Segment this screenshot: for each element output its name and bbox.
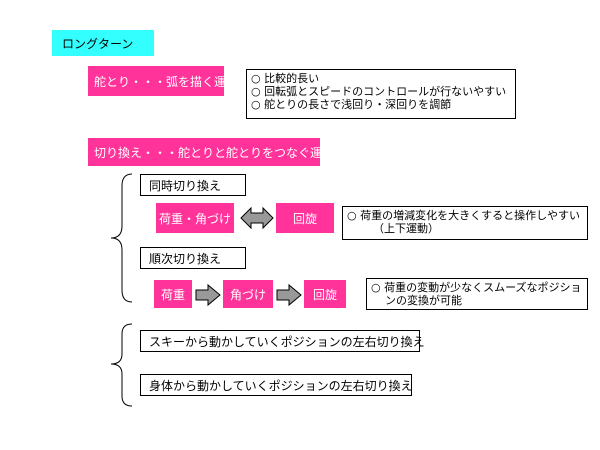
arc-notes-box: ○ 比較的長い ○ 回転弧とスピードのコントロールが行ないやすい ○ 舵とりの長…: [246, 69, 516, 119]
switch-motion-box: 切り換え・・・舵とりと舵とりをつなぐ運動: [88, 138, 334, 166]
simultaneous-step-load-edge: 荷重・角づけ: [156, 203, 234, 233]
switch-motion-label: 切り換え・・・舵とりと舵とりをつなぐ運動: [94, 145, 335, 160]
sequential-notes-box: ○ 荷重の変動が少なくスムーズなポジショ ンの変換が可能: [366, 278, 588, 310]
sequential-switch-label-box: 順次切り換え: [140, 247, 246, 269]
arc-note-3: ○ 舵とりの長さで浅回り・深回りを調節: [251, 98, 452, 111]
page-title-text: ロングターン: [62, 36, 134, 51]
simultaneous-step-rotation-label: 回旋: [292, 211, 317, 226]
sequential-step-load-label: 荷重: [160, 287, 185, 302]
simultaneous-notes-box: ○ 荷重の増減変化を大きくすると操作しやすい （上下運動）: [342, 206, 588, 240]
arc-note-2: ○ 回転弧とスピードのコントロールが行ないやすい: [251, 85, 507, 98]
ski-position-switch-box: スキーから動かしていくポジションの左右切り換え: [140, 330, 425, 352]
arrow-right-icon: [195, 283, 221, 307]
simultaneous-switch-label: 同時切り換え: [149, 178, 222, 193]
position-brace: [110, 323, 133, 407]
switch-brace: [110, 173, 133, 303]
simultaneous-note-1: ○ 荷重の増減変化を大きくすると操作しやすい: [347, 209, 580, 222]
simultaneous-switch-label-box: 同時切り換え: [140, 174, 246, 196]
double-arrow-icon: [240, 206, 274, 230]
sequential-step-load: 荷重: [154, 280, 192, 308]
sequential-step-edge-label: 角づけ: [229, 287, 266, 302]
arc-motion-label: 舵とり・・・弧を描く運動: [94, 74, 239, 89]
arc-note-1: ○ 比較的長い: [251, 72, 320, 85]
sequential-step-rotation-label: 回旋: [312, 287, 337, 302]
body-position-switch-box: 身体から動かしていくポジションの左右切り換え: [140, 374, 413, 396]
ski-position-switch-label: スキーから動かしていくポジションの左右切り換え: [149, 334, 425, 349]
arc-motion-box: 舵とり・・・弧を描く運動: [88, 66, 238, 96]
sequential-step-edge: 角づけ: [223, 280, 273, 308]
simultaneous-step-load-edge-label: 荷重・角づけ: [158, 211, 231, 226]
sequential-switch-label: 順次切り換え: [149, 251, 222, 266]
simultaneous-step-rotation: 回旋: [276, 203, 334, 233]
body-position-switch-label: 身体から動かしていくポジションの左右切り換え: [149, 378, 413, 393]
sequential-note-2: ンの変換が可能: [385, 294, 462, 307]
sequential-note-1: ○ 荷重の変動が少なくスムーズなポジショ: [371, 281, 582, 294]
arrow-right-icon: [276, 283, 302, 307]
simultaneous-note-2: （上下運動）: [373, 222, 439, 235]
sequential-step-rotation: 回旋: [304, 280, 346, 308]
page-title: ロングターン: [52, 30, 154, 56]
